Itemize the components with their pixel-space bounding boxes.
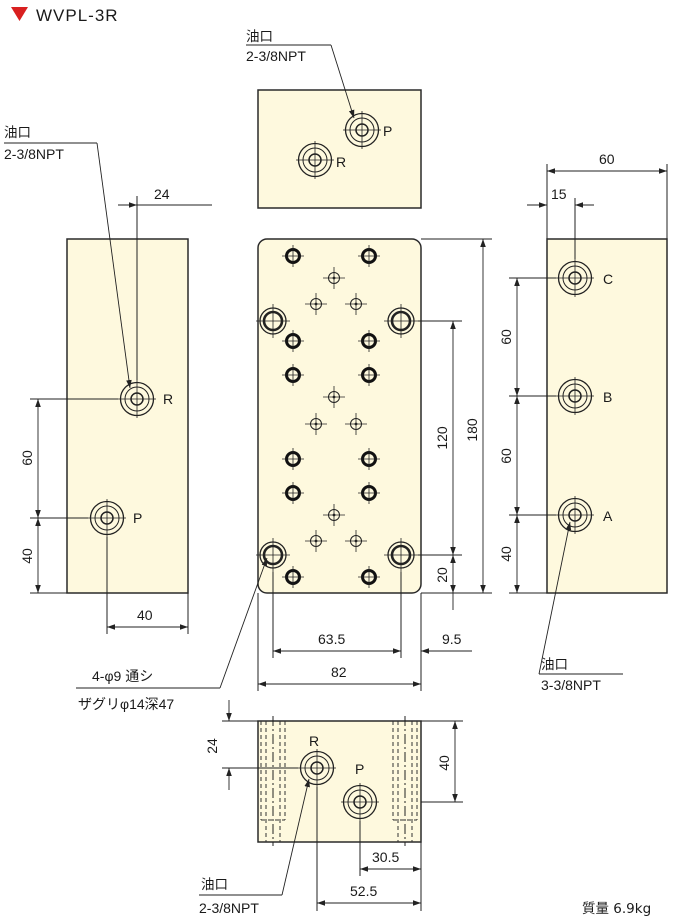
front-view-block [257,238,422,594]
left-port-note: 油口 [4,125,31,141]
dim-right-60-b: 60 [498,448,514,464]
dim-bottom-40: 40 [436,755,452,771]
left-view-block [66,238,189,594]
dim-left-40-v: 40 [19,548,35,564]
dim-right-60-h: 60 [599,151,615,167]
dim-left-24: 24 [154,186,170,202]
title-marker [11,7,28,21]
front-view: 120 180 20 63.5 9.5 82 4-φ9 通シ ザグリφ14深47 [76,238,492,712]
weight-label: 質量 6.9kg [582,901,651,917]
top-port-p-label: P [383,123,392,139]
top-port-spec: 2-3/8NPT [246,48,306,64]
dim-right-40: 40 [498,546,514,562]
right-port-spec: 3-3/8NPT [541,677,601,693]
bottom-port-r-label: R [309,733,319,749]
right-view-block [546,238,668,594]
dim-front-9-5: 9.5 [442,631,462,647]
right-view: C B A 60 15 60 60 40 油口 3-3/8NPT [498,151,668,693]
mount-hole-spec-line2: ザグリφ14深47 [78,696,174,712]
dim-bottom-30-5: 30.5 [372,849,399,865]
right-port-c-label: C [603,271,613,287]
top-port-r-label: R [336,154,346,170]
dim-front-63-5: 63.5 [318,631,345,647]
top-view-block [257,89,422,209]
dim-left-60: 60 [19,450,35,466]
mount-hole-spec-line1: 4-φ9 通シ [92,668,153,684]
bottom-port-p-label: P [355,761,364,777]
top-view: P R 油口 2-3/8NPT [246,29,422,209]
dim-front-180: 180 [464,418,480,442]
bottom-port-spec: 2-3/8NPT [199,900,259,916]
dim-front-120: 120 [434,426,450,450]
left-port-p-label: P [133,510,142,526]
dim-bottom-24: 24 [204,738,220,754]
left-port-spec: 2-3/8NPT [4,146,64,162]
top-port-note: 油口 [246,29,273,45]
dim-front-20: 20 [434,567,450,583]
bottom-view: R P 24 40 30.5 52.5 油口 2-3/8NPT [199,700,463,916]
bottom-port-note: 油口 [201,877,228,893]
dim-bottom-52-5: 52.5 [350,883,377,899]
right-port-note: 油口 [541,657,568,673]
left-port-r-label: R [163,391,173,407]
bottom-view-block [257,720,422,843]
right-port-a-label: A [603,508,613,524]
dim-right-60-a: 60 [498,329,514,345]
page-title: WVPL-3R [36,6,119,25]
right-port-b-label: B [603,389,612,405]
dim-left-40-h: 40 [137,607,153,623]
dim-right-15: 15 [551,186,567,202]
left-view: R P 油口 2-3/8NPT 24 60 40 40 [4,125,212,634]
dim-front-82: 82 [331,664,347,680]
